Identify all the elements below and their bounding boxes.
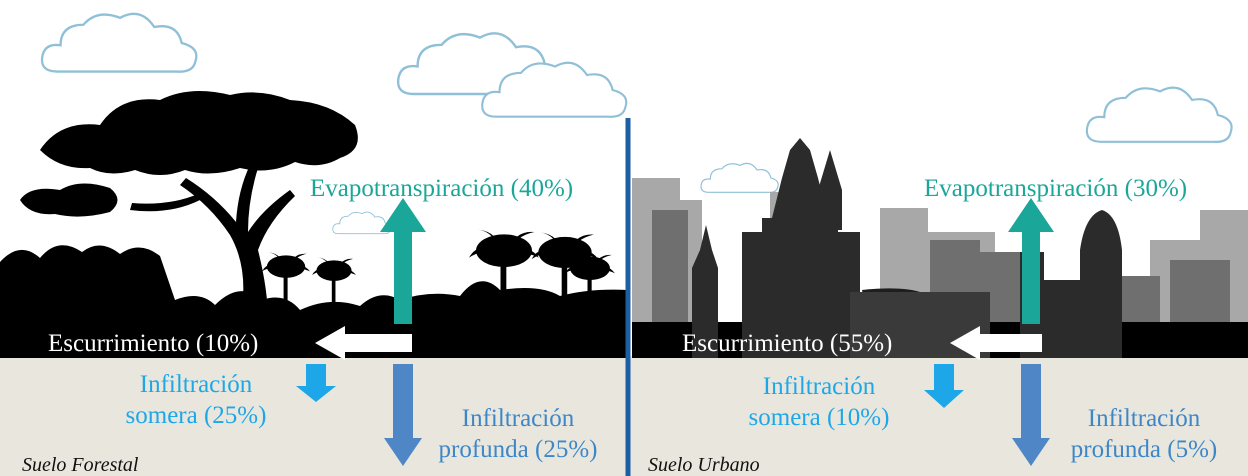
evapotranspiration-arrow-forest [380,198,426,324]
cloud-icon [700,162,779,193]
shallow-infiltration-line1: Infiltración [762,373,876,400]
shallow-infiltration-line2: somera (10%) [748,403,890,431]
runoff-label-urban: Escurrimiento (55%) [682,330,893,357]
runoff-arrow-forest [315,326,412,360]
deep-infiltration-arrow-forest [384,364,422,466]
soil-label-urban: Suelo Urbano [648,454,760,476]
runoff-arrow-urban [950,326,1042,360]
deep-infiltration-line1: Infiltración [461,405,575,432]
deep-infiltration-arrow-urban [1012,364,1050,466]
shallow-infiltration-label-forest: Infiltración somera (25%) [120,370,272,431]
deep-infiltration-label-forest: Infiltración profunda (25%) [426,404,610,465]
shallow-infiltration-line2: somera (25%) [125,401,267,429]
evapotranspiration-arrow-urban [1008,198,1054,324]
deep-infiltration-label-urban: Infiltración profunda (5%) [1056,404,1232,465]
deep-infiltration-line2: profunda (5%) [1070,435,1218,463]
evapotranspiration-label-urban: Evapotranspiración (30%) [924,175,1188,202]
shallow-infiltration-arrow-urban [924,364,964,408]
deep-infiltration-line2: profunda (25%) [438,435,598,463]
cloud-icon [40,12,198,73]
deep-infiltration-line1: Infiltración [1087,405,1201,432]
shallow-infiltration-arrow-forest [296,364,336,402]
cloud-icon [1085,86,1233,143]
forest-silhouette [0,91,628,358]
soil-label-forest: Suelo Forestal [22,454,139,476]
shallow-infiltration-line1: Infiltración [139,371,253,398]
runoff-label-forest: Escurrimiento (10%) [48,330,259,357]
evapotranspiration-label-forest: Evapotranspiración (40%) [310,175,574,202]
shallow-infiltration-label-urban: Infiltración somera (10%) [744,372,894,433]
